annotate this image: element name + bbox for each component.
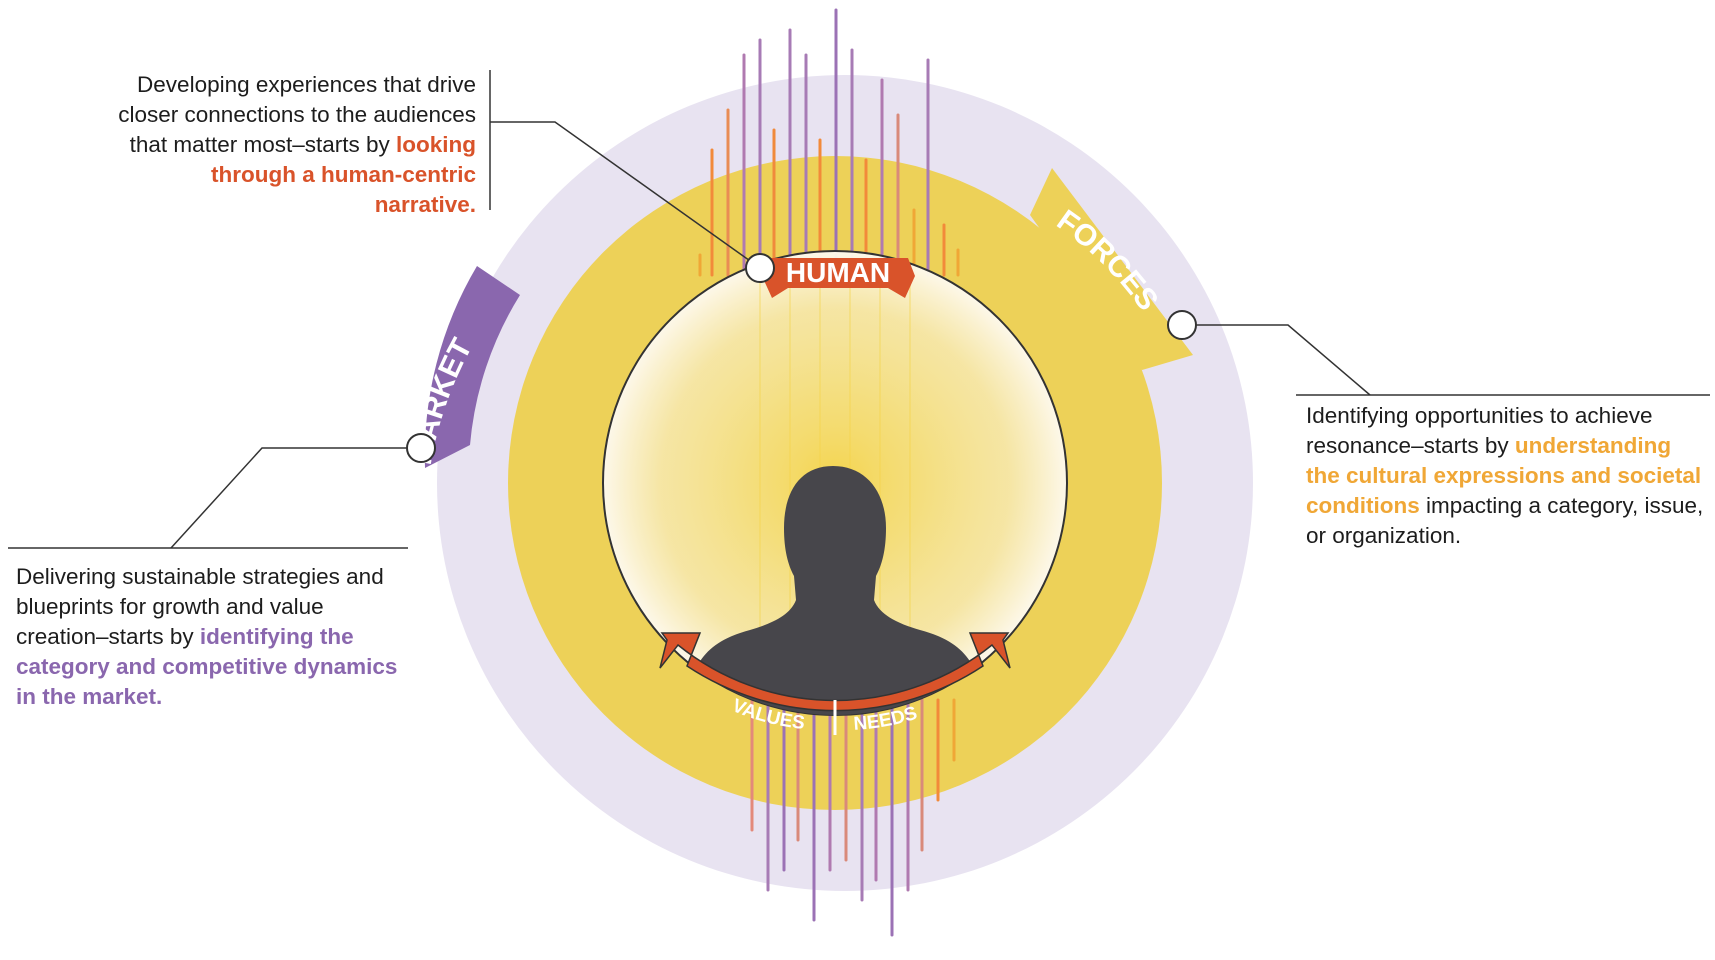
human-callout-text: Developing experiences that drive closer…: [118, 72, 476, 157]
forces-callout-text-end: impacting a category, issue, or organiza…: [1306, 493, 1704, 548]
market-callout-text: Delivering sustainable strategies and bl…: [16, 564, 384, 649]
market-connector-dot: [406, 433, 436, 463]
connector-lines: [8, 70, 1710, 549]
human-label: HUMAN: [786, 257, 890, 288]
sound-wave-lines: [698, 8, 960, 277]
human-callout-highlight: looking through a human-centric narrativ…: [210, 132, 476, 217]
curved-double-arrow-icon: [659, 632, 1011, 735]
market-callout: Delivering sustainable strategies and bl…: [16, 562, 416, 712]
forces-callout-text: Identifying opportunities to achieve res…: [1306, 403, 1653, 458]
market-tab: [424, 266, 520, 468]
forces-connector-dot: [1167, 310, 1197, 340]
person-silhouette-icon: [685, 466, 985, 715]
sound-wave-lines-bottom: [750, 698, 956, 937]
human-connector-dot: [745, 253, 775, 283]
market-callout-highlight: identifying the category and competitive…: [16, 624, 398, 709]
forces-callout: Identifying opportunities to achieve res…: [1306, 401, 1711, 551]
human-callout: Developing experiences that drive closer…: [116, 70, 476, 220]
forces-tab: [1030, 168, 1193, 370]
human-banner: [762, 258, 915, 298]
forces-callout-highlight: understanding the cultural expressions a…: [1306, 433, 1702, 518]
